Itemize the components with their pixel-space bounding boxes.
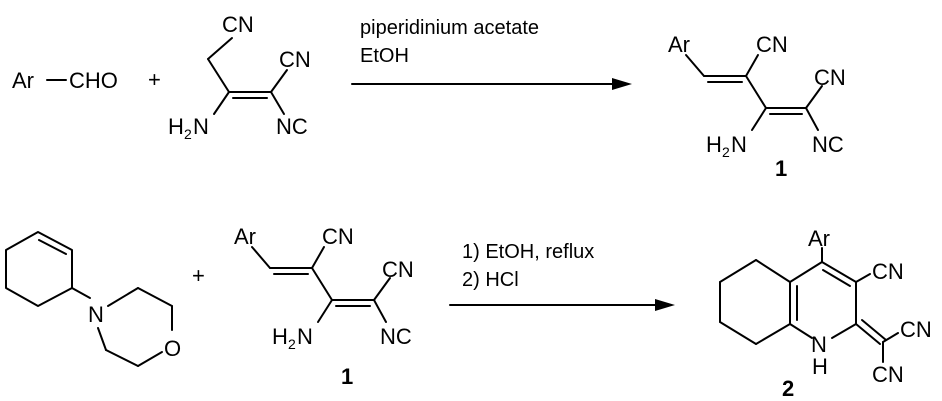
product1-cn-top-label: CN (756, 32, 788, 57)
product2-bond-c-cn-a (882, 332, 899, 343)
arrow-1-head (612, 78, 632, 90)
dimer-bond-c2-cn (270, 69, 288, 93)
compound1-bond-c-cn-right (373, 277, 391, 301)
compound1-cn-right-label: CN (382, 257, 414, 282)
aldehyde-cho-label: CHO (69, 68, 118, 93)
product1-nh2-h: H (706, 132, 722, 157)
morpholine-bond-c6-n (97, 327, 107, 351)
product1-nc-label: NC (812, 132, 844, 157)
product2-nh-h: H (812, 354, 828, 379)
dimer-nh2-2: 2 (184, 126, 192, 142)
compound1-cn-top-label: CN (322, 224, 354, 249)
product2-cyclohexane-bond-5 (755, 259, 791, 283)
product2-cyclohexane-bond-3 (719, 321, 757, 345)
dimer-cn-top-label: CN (222, 12, 254, 37)
product1-bond-c-cn-top (745, 54, 759, 77)
product2-ar-label: Ar (808, 226, 830, 251)
enamine-reactant: N O (5, 231, 181, 367)
product2-cyclohexane-bond-1 (719, 259, 757, 283)
product1-nh2-2: 2 (722, 144, 730, 160)
compound1-nh2-n: N (297, 324, 313, 349)
dimer-bond-c3-nh2 (213, 91, 230, 115)
enamine-bond-c-n (71, 287, 91, 299)
compound1-nh2-2: 2 (288, 336, 296, 352)
product2-exo-double-bond-outer (855, 323, 881, 345)
product2-exo-double-bond-inner (861, 319, 887, 341)
compound1-bond-c-nc (373, 299, 387, 323)
product2-pyridine-bond-c4-c3-inner (822, 269, 851, 287)
product2-pyridine-bond-c2-n (831, 323, 857, 339)
compound1-bond-ar-ch (251, 246, 271, 269)
compound1-nc-label: NC (380, 324, 412, 349)
product2-pyridine-bond-c4-c3-outer (821, 261, 857, 283)
cyclohexene-inner-double-bond (38, 239, 67, 255)
malononitrile-dimer-reactant: CN CN H 2 N NC (168, 12, 311, 142)
product1-bond-c-nc (805, 107, 819, 131)
product1-cn-right-label: CN (814, 65, 846, 90)
compound1-ar-label: Ar (234, 224, 256, 249)
product1-bond-ar-ch (685, 54, 705, 77)
product1-bond-c-cn-right (805, 85, 823, 109)
aldehyde-ar-label: Ar (12, 68, 34, 93)
product2-cn-ring-label: CN (872, 259, 904, 284)
compound-1-reactant: Ar CN CN H 2 N NC 1 (234, 224, 414, 389)
compound1-bond-c-cn-top (311, 246, 325, 269)
product2-compound-number: 2 (782, 376, 794, 401)
product2-pyridine-bond-n-c8a (789, 323, 813, 339)
compound1-nh2-h: H (272, 324, 288, 349)
arrow-2-head (655, 299, 675, 311)
conditions-1-line1: piperidinium acetate (360, 17, 539, 39)
morpholine-bond-c5-c6 (105, 349, 139, 367)
conditions-1-line2: EtOH (360, 45, 409, 67)
dimer-bond-ch2-cn (207, 37, 233, 60)
morpholine-o-label: O (164, 336, 181, 361)
plus-sign-1: + (148, 67, 161, 92)
aldehyde-reactant: Ar CHO (12, 68, 118, 93)
product1-ar-label: Ar (668, 32, 690, 57)
product-2: N H Ar CN CN CN 2 (719, 226, 932, 401)
conditions-2-line1: 1) EtOH, reflux (462, 241, 594, 263)
product1-bond-c-nh2 (751, 107, 767, 131)
morpholine-bond-n-c2 (107, 287, 139, 307)
product1-nh2-n: N (731, 132, 747, 157)
product2-cn-b-label: CN (872, 362, 904, 387)
enamine-n-label: N (88, 302, 104, 327)
product2-pyridine-bond-c4a-c4 (789, 261, 823, 283)
dimer-bond-c3-ch2 (207, 58, 230, 93)
product2-nh-n: N (811, 332, 827, 357)
product2-bond-c3-cn (855, 273, 871, 283)
product1-bond-c-c (745, 75, 767, 109)
cyclohexene-ring (5, 231, 73, 307)
compound1-number: 1 (341, 364, 353, 389)
morpholine-bond-o-c5 (137, 351, 163, 367)
reaction-arrow-1: piperidinium acetate EtOH (351, 17, 632, 90)
dimer-nc-label: NC (276, 114, 308, 139)
reaction-2: N O + Ar CN CN H 2 N (5, 224, 932, 401)
plus-sign-2: + (192, 263, 205, 288)
conditions-2-line2: 2) HCl (462, 269, 519, 291)
product2-cyclohexane-bond-4 (755, 323, 791, 345)
compound1-bond-c-c (311, 267, 333, 301)
product-1: Ar CN CN H 2 N NC 1 (668, 32, 846, 181)
dimer-nh2-h: H (168, 114, 184, 139)
product1-compound-number: 1 (775, 156, 787, 181)
reaction-1: Ar CHO + CN CN H 2 N NC piperidinium ace… (12, 12, 846, 181)
morpholine-bond-c2-c3 (137, 287, 173, 307)
product2-cn-a-label: CN (900, 317, 932, 342)
dimer-bond-c2-nc (270, 91, 285, 115)
dimer-cn-right-label: CN (279, 47, 311, 72)
dimer-nh2-n: N (193, 114, 209, 139)
compound1-bond-c-nh2 (317, 299, 333, 323)
reaction-arrow-2: 1) EtOH, reflux 2) HCl (449, 241, 675, 311)
